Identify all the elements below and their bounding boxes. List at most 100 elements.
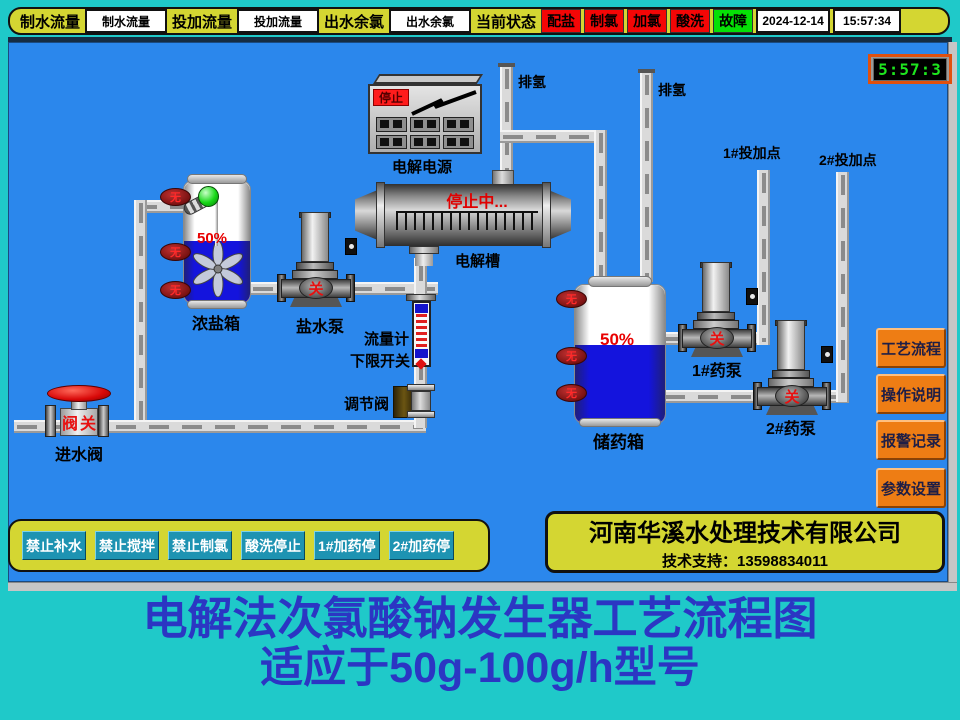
current-status-label: 当前状态: [476, 13, 537, 31]
regulating-valve-stem: [411, 391, 431, 411]
dosing-pump-1-state: 关: [700, 327, 734, 349]
meter-icon: [443, 117, 474, 132]
brine-pump-state: 关: [299, 277, 333, 299]
banner-title-line1: 电解法次氯酸钠发生器工艺流程图: [142, 593, 818, 644]
pipe-left-riser: [134, 200, 147, 432]
metric-label-residual-chlorine: 出水余氯: [324, 13, 385, 31]
flow-meter-label-line2: 下限开关: [350, 353, 411, 370]
inlet-valve-actuator: [47, 385, 111, 402]
digital-clock-display: 5:57:3: [873, 57, 947, 81]
interlock-no-stir-button[interactable]: 禁止搅拌: [95, 531, 159, 560]
digital-clock: 5:57:3: [868, 54, 952, 84]
interlock-no-chlorine-button[interactable]: 禁止制氯: [168, 531, 232, 560]
dosing-point-1-label: 1#投加点: [723, 145, 781, 161]
power-supply-meters: [376, 117, 474, 149]
metric-label-water-flow: 制水流量: [20, 13, 81, 31]
time-display: 15:57:34: [833, 9, 902, 33]
pump-collar: [697, 312, 735, 320]
interlock-acid-wash-stop-button[interactable]: 酸洗停止: [241, 531, 305, 560]
vent-left-label: 排氢: [518, 74, 546, 90]
interlock-dosing1-stop-button[interactable]: 1#加药停: [314, 531, 380, 560]
flow-meter-scale: [416, 314, 427, 348]
metric-value-dosing-flow: 投加流量: [237, 9, 320, 33]
storage-tank-label: 储药箱: [593, 433, 644, 452]
dosing-point-2-label: 2#投加点: [819, 152, 877, 168]
dosing-pump-2[interactable]: 关: [753, 320, 833, 416]
flow-meter-flange: [406, 294, 436, 301]
company-panel: 河南华溪水处理技术有限公司 技术支持：13598834011: [545, 511, 945, 573]
top-toolbar: 制水流量 制水流量 投加流量 投加流量 出水余氯 出水余氯 当前状态 配盐 制氯…: [8, 7, 950, 35]
pump-sensor-icon: [746, 288, 758, 305]
level-sensor-icon: 无: [556, 347, 587, 365]
right-scroll-strip[interactable]: [948, 42, 957, 590]
dosing-pump-1-label: 1#药泵: [692, 363, 742, 380]
pump-motor: [702, 262, 730, 312]
metric-value-residual-chlorine: 出水余氯: [389, 9, 472, 33]
metric-label-dosing-flow: 投加流量: [172, 13, 233, 31]
pump-sensor-icon: [821, 346, 833, 363]
status-lamp-chlorine-making[interactable]: 制氯: [584, 9, 625, 33]
meter-icon: [409, 134, 441, 149]
pipe-vent-right: [640, 72, 653, 282]
level-sensor-icon: 无: [160, 243, 191, 261]
pipe-dosing-riser-2: [836, 172, 849, 402]
electrolyzer-label: 电解槽: [455, 253, 501, 270]
interlock-no-refill-button[interactable]: 禁止补水: [22, 531, 86, 560]
power-supply-roof: [372, 74, 484, 84]
power-supply-label: 电解电源: [392, 159, 453, 176]
status-lamp-salt-mixing[interactable]: 配盐: [541, 9, 582, 33]
pipe-vent-left: [500, 66, 513, 182]
bottom-banner: 电解法次氯酸钠发生器工艺流程图 适应于50g-100g/h型号: [0, 591, 960, 720]
meter-icon: [376, 134, 407, 149]
dosing-pump-1[interactable]: 关: [678, 262, 758, 358]
electrolyzer-bottom-stub: [415, 254, 433, 266]
level-sensor-icon: 无: [556, 384, 587, 402]
pump-collar: [296, 262, 334, 270]
brine-pump-label: 盐水泵: [296, 319, 345, 336]
status-lamp-fault[interactable]: 故障: [713, 9, 754, 33]
electrolyzer-bottom-flange: [409, 246, 439, 254]
nav-process-flow-button[interactable]: 工艺流程: [876, 328, 946, 368]
interlock-dosing2-stop-button[interactable]: 2#加药停: [388, 531, 455, 560]
level-sensor-icon: 无: [556, 290, 587, 308]
status-lamp-acid-wash[interactable]: 酸洗: [670, 9, 711, 33]
storage-tank-neck: [588, 276, 652, 287]
pump-base: [766, 406, 818, 415]
storage-tank[interactable]: [574, 284, 666, 424]
salt-tank-top-cap: [187, 174, 247, 184]
date-display: 2024-12-14: [756, 9, 831, 33]
flow-meter[interactable]: [412, 301, 431, 367]
storage-tank-shading: [575, 285, 665, 423]
lightning-bolt-icon: [411, 90, 477, 116]
electrolyzer-flange-left: [376, 182, 385, 248]
toolbar-shadow: [8, 37, 952, 42]
pump-base: [691, 348, 743, 357]
power-supply[interactable]: 停止: [368, 84, 482, 154]
salt-tank[interactable]: [183, 180, 251, 304]
nav-operation-guide-button[interactable]: 操作说明: [876, 374, 946, 414]
pipe-vent-left-cap: [498, 63, 515, 67]
meter-icon: [376, 117, 407, 132]
pump-motor: [301, 212, 329, 262]
salt-tank-label: 浓盐箱: [192, 316, 241, 333]
stirrer-shaft: [215, 198, 218, 246]
dosing-pump-2-label: 2#药泵: [766, 421, 816, 438]
brine-pump[interactable]: 关: [277, 212, 357, 308]
pump-sensor-icon: [345, 238, 357, 255]
status-lamp-chlorine-dosing[interactable]: 加氯: [627, 9, 668, 33]
bottom-scroll-strip[interactable]: [8, 582, 957, 591]
regulating-valve-flange: [407, 384, 435, 391]
flow-meter-bottom: [415, 349, 428, 358]
electrolyzer-scale: [396, 211, 538, 230]
meter-icon: [443, 134, 474, 149]
electrolyzer-flange-right: [542, 182, 551, 248]
company-name: 河南华溪水处理技术有限公司: [589, 521, 901, 547]
metric-value-water-flow: 制水流量: [85, 9, 168, 33]
nav-alarm-record-button[interactable]: 报警记录: [876, 420, 946, 460]
flow-meter-top: [415, 304, 428, 313]
nav-parameter-settings-button[interactable]: 参数设置: [876, 468, 946, 508]
level-sensor-icon: 无: [160, 188, 191, 206]
banner-title-line2: 适应于50g-100g/h型号: [260, 643, 700, 692]
pump-motor: [777, 320, 805, 370]
